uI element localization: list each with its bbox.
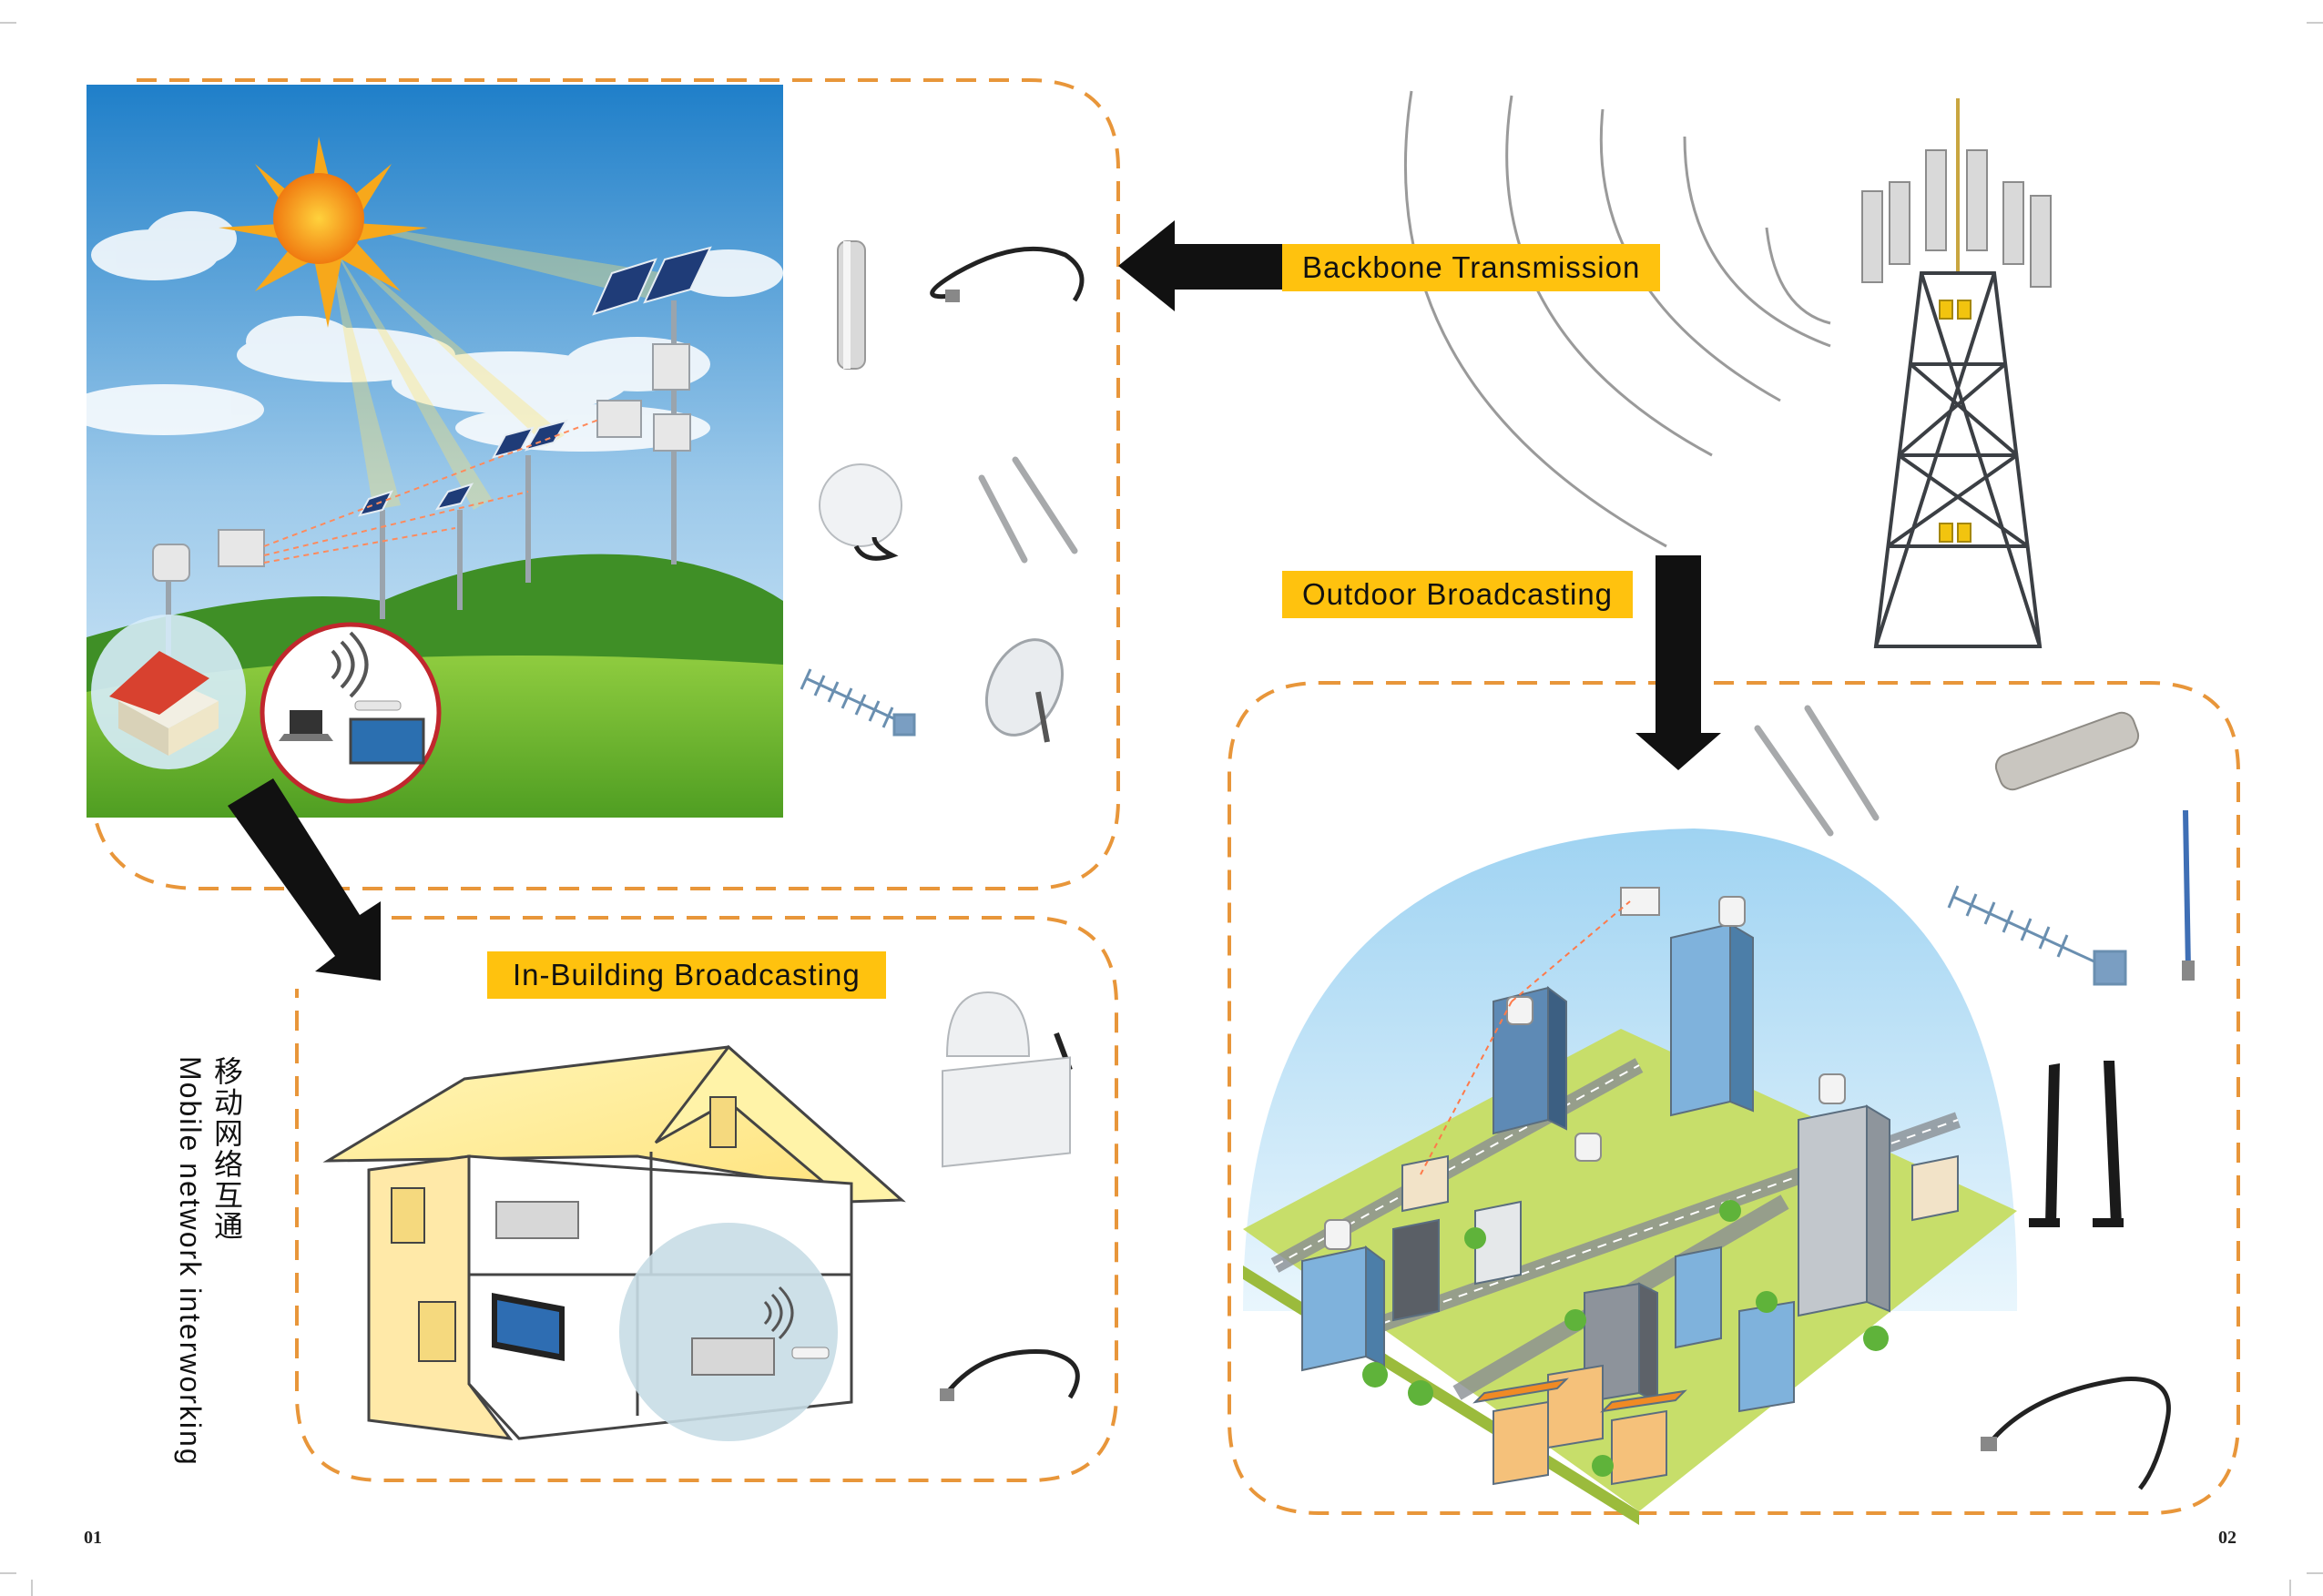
wifi-signal-icon: [331, 631, 369, 698]
arrow-backbone: [1118, 220, 1284, 311]
side-title-cn: 移动网络互通: [209, 1056, 244, 1242]
sector-panel-antenna-icon: [942, 1056, 1071, 1168]
rf-cable-icon: [1981, 1377, 2171, 1490]
office-desk-icon: [495, 1201, 775, 1376]
sector-panel-antenna-icon: [1994, 711, 2140, 791]
indoor-coverage-bubble: [619, 1223, 838, 1441]
whip-antenna-icon: [978, 456, 1078, 564]
yagi-antenna-icon: [1947, 885, 2127, 986]
arrow-outdoor: [1635, 555, 1721, 770]
outdoor-broadcasting-label: Outdoor Broadcasting: [1282, 571, 1634, 618]
rf-cable-icon: [930, 246, 1085, 302]
house-cutaway-illustration: [322, 1044, 906, 1441]
whip-antenna-icon: [1754, 705, 1880, 837]
laptop-and-monitor-icon: [279, 700, 425, 765]
sun-icon: [219, 137, 428, 328]
backbone-transmission-label: Backbone Transmission: [1282, 244, 1661, 291]
solar-powered-site-illustration: [64, 85, 783, 818]
ceiling-antenna-icon: [819, 463, 902, 561]
page-number-right: 02: [2218, 1528, 2236, 1548]
cell-tower-icon: [1861, 98, 2052, 648]
whip-antenna-icon: [2182, 809, 2195, 981]
tv-screen-icon: [492, 1293, 565, 1361]
ceiling-antenna-icon: [945, 991, 1073, 1072]
region-outdoor-border: [1228, 681, 2240, 1515]
radio-waves: [1404, 90, 1831, 548]
parabolic-dish-icon: [984, 638, 1065, 743]
rf-cable-icon: [940, 1349, 1080, 1401]
arrow-inbuilding: [228, 778, 381, 981]
in-building-broadcasting-label: In-Building Broadcasting: [487, 951, 886, 999]
page-number-left: 01: [84, 1528, 102, 1548]
yagi-antenna-icon: [800, 668, 916, 737]
wifi-signal-icon: [763, 1286, 794, 1340]
house-icon: [109, 651, 219, 756]
wifi-router-icon: [791, 1347, 830, 1359]
side-title-en: Mobile network interworking: [174, 1056, 207, 1467]
region-backbone-border: [89, 78, 1120, 890]
sector-panel-antenna-icon: [837, 240, 866, 370]
whip-antenna-icon: [2029, 1061, 2124, 1227]
region-inbuilding-border: [295, 916, 1118, 1482]
city-coverage-illustration: [1243, 828, 2018, 1525]
